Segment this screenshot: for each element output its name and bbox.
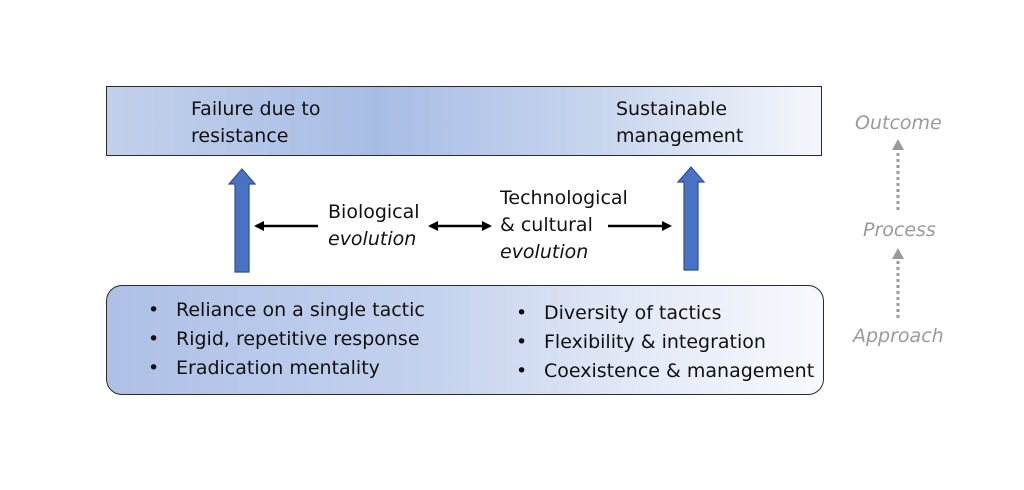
outcome-right-label: Sustainable management bbox=[616, 98, 744, 147]
dotted-arrowhead-lower-icon bbox=[892, 248, 904, 259]
list-item: Coexistence & management bbox=[514, 357, 814, 386]
side-label-approach: Approach bbox=[853, 325, 944, 347]
tech-label-line3: evolution bbox=[500, 241, 589, 263]
side-label-process: Process bbox=[863, 219, 936, 241]
side-label-outcome: Outcome bbox=[855, 112, 942, 134]
right-approach-list: Diversity of tactics Flexibility & integ… bbox=[514, 299, 814, 386]
tech-label-line2: & cultural bbox=[500, 214, 593, 236]
outcome-left-label: Failure due to resistance bbox=[191, 98, 321, 147]
biological-evolution-label: Biological evolution bbox=[328, 199, 420, 253]
tech-label-line1: Technological bbox=[500, 187, 628, 209]
dotted-arrowhead-upper-icon bbox=[892, 139, 904, 150]
right-up-arrow-icon bbox=[676, 166, 706, 271]
biological-label-line1: Biological bbox=[328, 201, 420, 223]
biological-label-line2: evolution bbox=[328, 228, 417, 250]
outcome-box bbox=[106, 86, 822, 156]
list-item: Reliance on a single tactic bbox=[146, 296, 425, 325]
tech-cultural-evolution-label: Technological & cultural evolution bbox=[500, 185, 628, 266]
list-item: Flexibility & integration bbox=[514, 328, 814, 357]
list-item: Rigid, repetitive response bbox=[146, 325, 425, 354]
left-up-arrow-icon bbox=[227, 168, 257, 273]
list-item: Eradication mentality bbox=[146, 354, 425, 383]
left-approach-list: Reliance on a single tactic Rigid, repet… bbox=[146, 296, 425, 383]
list-item: Diversity of tactics bbox=[514, 299, 814, 328]
